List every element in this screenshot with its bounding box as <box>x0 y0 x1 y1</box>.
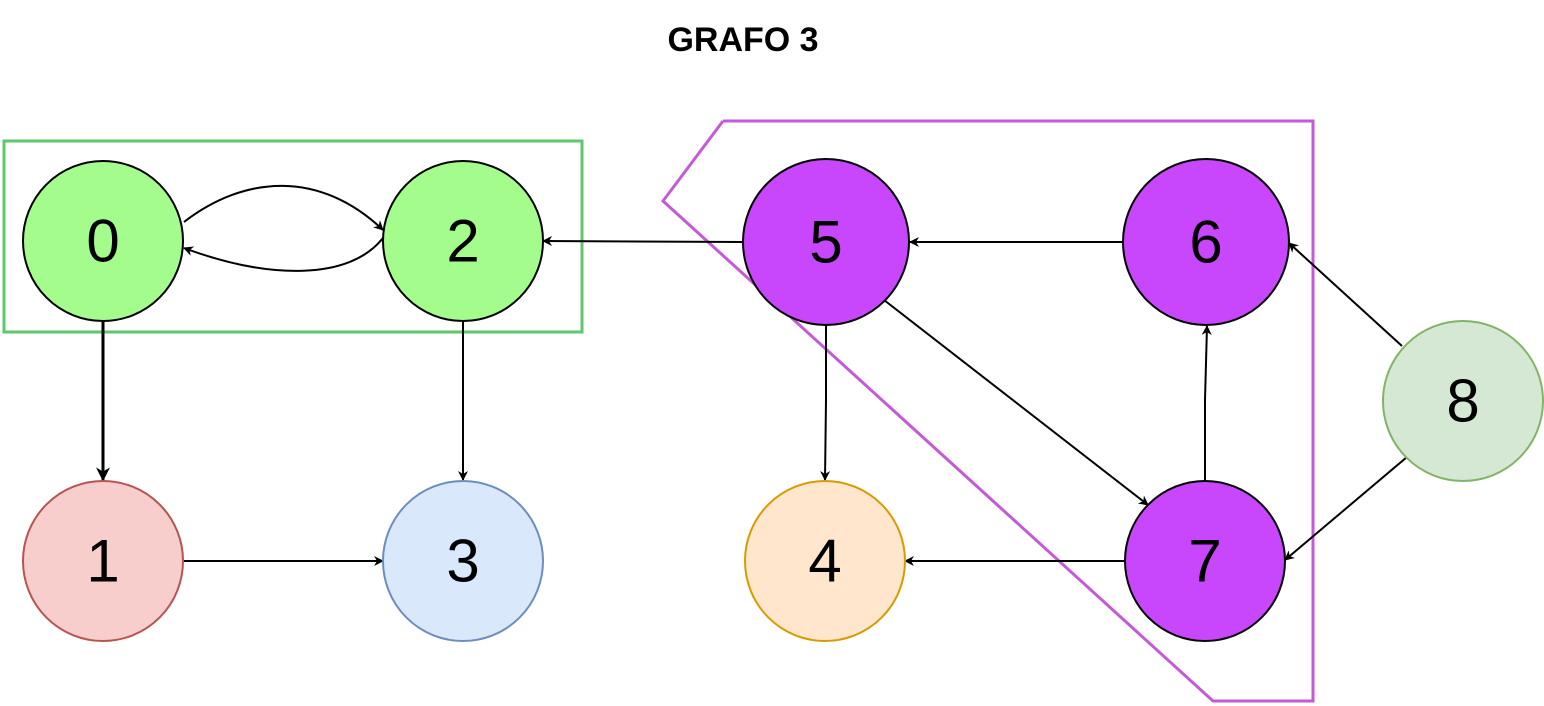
node-1-label: 1 <box>86 528 119 595</box>
edge-7-6 <box>1201 325 1212 481</box>
node-7-circle <box>1124 480 1286 642</box>
node-3[interactable]: 3 <box>382 480 544 642</box>
node-8[interactable]: 8 <box>1382 320 1544 482</box>
node-5[interactable]: 5 <box>742 158 910 326</box>
edge-5-2 <box>542 236 744 247</box>
node-7[interactable]: 7 <box>1124 480 1286 642</box>
node-6-label: 6 <box>1189 209 1222 276</box>
edge-2-0 <box>183 237 384 272</box>
node-6[interactable]: 6 <box>1122 158 1290 326</box>
node-5-label: 5 <box>809 209 842 276</box>
node-3-label: 3 <box>446 528 479 595</box>
node-3-circle <box>382 480 544 642</box>
purple-component-outline <box>660 119 1315 703</box>
node-2-circle <box>382 160 544 322</box>
node-0-label: 0 <box>86 208 119 275</box>
node-0[interactable]: 0 <box>22 160 184 322</box>
node-6-circle <box>1122 158 1290 326</box>
node-2[interactable]: 2 <box>382 160 544 322</box>
node-8-label: 8 <box>1446 368 1479 435</box>
node-4-circle <box>744 480 906 642</box>
nodes: 0 1 2 3 4 5 6 7 <box>22 158 1544 642</box>
node-4-label: 4 <box>808 528 841 595</box>
green-component-box <box>2 139 584 334</box>
node-2-label: 2 <box>446 208 479 275</box>
edge-0-2 <box>183 184 384 231</box>
edge-5-4 <box>820 325 831 481</box>
node-8-circle <box>1382 320 1544 482</box>
node-1[interactable]: 1 <box>22 480 184 642</box>
node-4[interactable]: 4 <box>744 480 906 642</box>
edge-5-7 <box>883 299 1149 506</box>
edge-8-7 <box>1284 456 1408 561</box>
edge-8-6 <box>1288 242 1403 347</box>
node-1-circle <box>22 480 184 642</box>
node-0-circle <box>22 160 184 322</box>
edges <box>96 184 1408 566</box>
node-5-circle <box>742 158 910 326</box>
node-7-label: 7 <box>1188 528 1221 595</box>
graph-title: GRAFO 3 <box>667 21 818 59</box>
